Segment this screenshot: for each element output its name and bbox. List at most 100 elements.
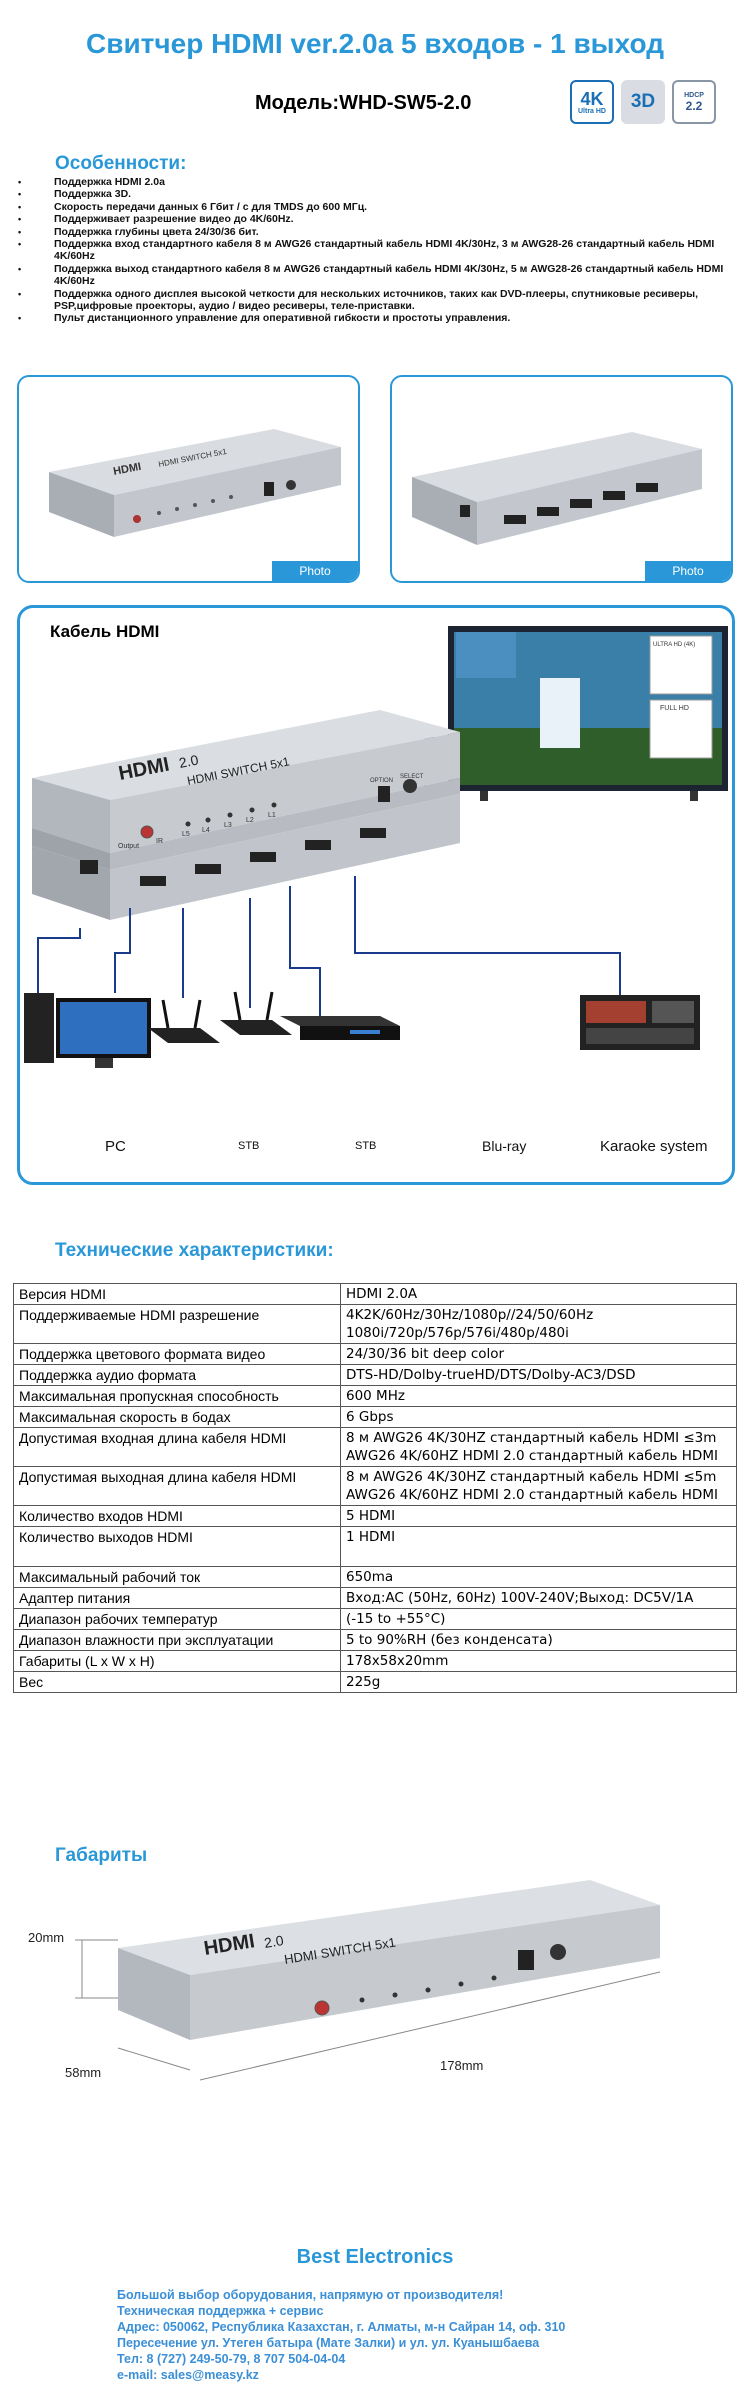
spec-name: Диапазон рабочих температур <box>13 1608 341 1630</box>
spec-name: Максимальная скорость в бодах <box>13 1406 341 1428</box>
uhd-badge-sub: Ultra HD <box>577 107 606 115</box>
button-label-select: SELECT <box>400 774 424 780</box>
dimensions-heading: Габариты <box>55 1845 148 1866</box>
panel-label-l2: L2 <box>246 817 254 824</box>
footer-line: Пересечение ул. Утеген батыра (Мате Залк… <box>117 2336 540 2350</box>
diagram-illustration: ULTRA HD (4K) FULL HD HDMI 2.0 HDMI SWIT… <box>24 626 728 1068</box>
feature-item: Скорость передачи данных 6 Гбит / с для … <box>18 201 738 214</box>
dims-device-ver: 2.0 <box>263 1932 285 1951</box>
device-label-bluray: Blu-ray <box>482 1138 527 1154</box>
spec-value: 8 м AWG26 4K/30HZ стандартный кабель HDM… <box>340 1466 737 1506</box>
device-label-stb-1: STB <box>238 1140 260 1152</box>
karaoke-system-icon <box>580 995 700 1050</box>
spec-name: Максимальная пропускная способность <box>13 1385 341 1407</box>
panel-label-output: Output <box>118 843 139 850</box>
uhd-4k-badge: 4K Ultra HD <box>570 80 614 124</box>
3d-badge: 3D <box>621 80 665 124</box>
hdcp-badge-main: 2.2 <box>685 98 703 113</box>
hdcp-badge: HDCP 2.2 <box>672 80 716 124</box>
spec-value: DTS-HD/Dolby-trueHD/DTS/Dolby-AC3/DSD <box>340 1364 737 1386</box>
spec-value: 4K2K/60Hz/30Hz/1080p//24/50/60Hz 1080i/7… <box>340 1304 737 1344</box>
spec-name: Количество выходов HDMI <box>13 1526 341 1567</box>
spec-value: Вход:AC (50Hz, 60Hz) 100V-240V;Выход: DC… <box>340 1587 737 1609</box>
spec-name: Допустимая выходная длина кабеля HDMI <box>13 1466 341 1506</box>
spec-name: Максимальный рабочий ток <box>13 1566 341 1588</box>
uhd-badge-main: 4K <box>580 88 604 109</box>
spec-value: 225g <box>340 1671 737 1693</box>
feature-item: Пульт дистанционного управление для опер… <box>18 312 738 325</box>
spec-name: Версия HDMI <box>13 1283 341 1305</box>
panel-label-l5: L5 <box>182 831 190 838</box>
pc-icon <box>24 993 151 1068</box>
tv-badge-uhd: ULTRA HD (4K) <box>653 642 695 648</box>
spec-name: Поддерживаемые HDMI разрешение <box>13 1304 341 1344</box>
back-device-illustration <box>412 432 702 545</box>
feature-item: Поддержка HDMI 2.0a <box>18 176 738 189</box>
footer-line: Большой выбор оборудования, напрямую от … <box>117 2288 504 2302</box>
footer-email[interactable]: e-mail: sales@measy.kz <box>117 2368 259 2382</box>
bluray-player-icon <box>280 1016 400 1040</box>
photo-tag: Photo <box>645 561 731 581</box>
spec-value: 5 HDMI <box>340 1505 737 1527</box>
spec-value: 5 to 90%RH (без конденсата) <box>340 1629 737 1651</box>
feature-item: Поддерживает разрешение видео до 4K/60Hz… <box>18 213 738 226</box>
spec-value: 24/30/36 bit deep color <box>340 1343 737 1365</box>
spec-value: (-15 to +55°C) <box>340 1608 737 1630</box>
cable-label: Кабель HDMI <box>50 622 160 641</box>
panel-label-ir: IR <box>156 838 163 845</box>
model-label: Модель:WHD-SW5-2.0 <box>255 92 472 114</box>
spec-value: 8 м AWG26 4K/30HZ стандартный кабель HDM… <box>340 1427 737 1467</box>
3d-badge-text: 3D <box>630 91 656 112</box>
footer-contacts: Большой выбор оборудования, напрямую от … <box>117 2287 565 2383</box>
spec-name: Вес <box>13 1671 341 1693</box>
table-row: Диапазон рабочих температур(-15 to +55°C… <box>13 1608 737 1630</box>
connection-diagram: Кабель HDMI ULTRA HD (4K) FULL HD HDMI 2… <box>17 605 735 1185</box>
features-heading: Особенности: <box>55 153 187 174</box>
specs-heading: Технические характеристики: <box>55 1240 334 1261</box>
device-label-stb-2: STB <box>355 1140 377 1152</box>
back-photo-frame: Photo <box>390 375 733 583</box>
spec-value: 600 MHz <box>340 1385 737 1407</box>
panel-label-l3: L3 <box>224 822 232 829</box>
hdcp-badge-sub: HDCP <box>684 91 704 99</box>
feature-item: Поддержка выход стандартного кабеля 8 м … <box>18 263 738 288</box>
spec-name: Адаптер питания <box>13 1587 341 1609</box>
spec-value: HDMI 2.0A <box>340 1283 737 1305</box>
feature-item: Поддержка глубины цвета 24/30/36 бит. <box>18 226 738 239</box>
device-label-karaoke: Karaoke system <box>600 1138 708 1155</box>
feature-item: Поддержка 3D. <box>18 188 738 201</box>
dimension-length: 178mm <box>440 2058 484 2073</box>
device-ver: 2.0 <box>178 751 200 770</box>
spec-name: Количество входов HDMI <box>13 1505 341 1527</box>
spec-value: 650ma <box>340 1566 737 1588</box>
footer-heading: Best Electronics <box>296 2246 454 2268</box>
page-title: Свитчер HDMI ver.2.0a 5 входов - 1 выход <box>86 28 664 59</box>
panel-label-l4: L4 <box>202 827 210 834</box>
front-device-illustration: HDMI HDMI SWITCH 5x1 <box>49 429 341 537</box>
features-list: Поддержка HDMI 2.0a Поддержка 3D. Скорос… <box>18 176 738 325</box>
footer-line: Техническая поддержка + сервис <box>117 2304 324 2318</box>
dimensions-illustration: HDMI 2.0 HDMI SWITCH 5x1 <box>75 1880 661 2081</box>
feature-item: Поддержка вход стандартного кабеля 8 м A… <box>18 238 738 263</box>
spec-name: Поддержка цветового формата видео <box>13 1343 341 1365</box>
spec-name: Диапазон влажности при эксплуатации <box>13 1629 341 1651</box>
spec-value: 1 HDMI <box>340 1526 737 1567</box>
router-icon <box>220 991 292 1035</box>
footer-line: Тел: 8 (727) 249-50-79, 8 707 504-04-04 <box>117 2352 346 2366</box>
spec-name: Поддержка аудио формата <box>13 1364 341 1386</box>
table-row: Габариты (L x W x H)178x58x20mm <box>13 1650 737 1672</box>
spec-value: 178x58x20mm <box>340 1650 737 1672</box>
